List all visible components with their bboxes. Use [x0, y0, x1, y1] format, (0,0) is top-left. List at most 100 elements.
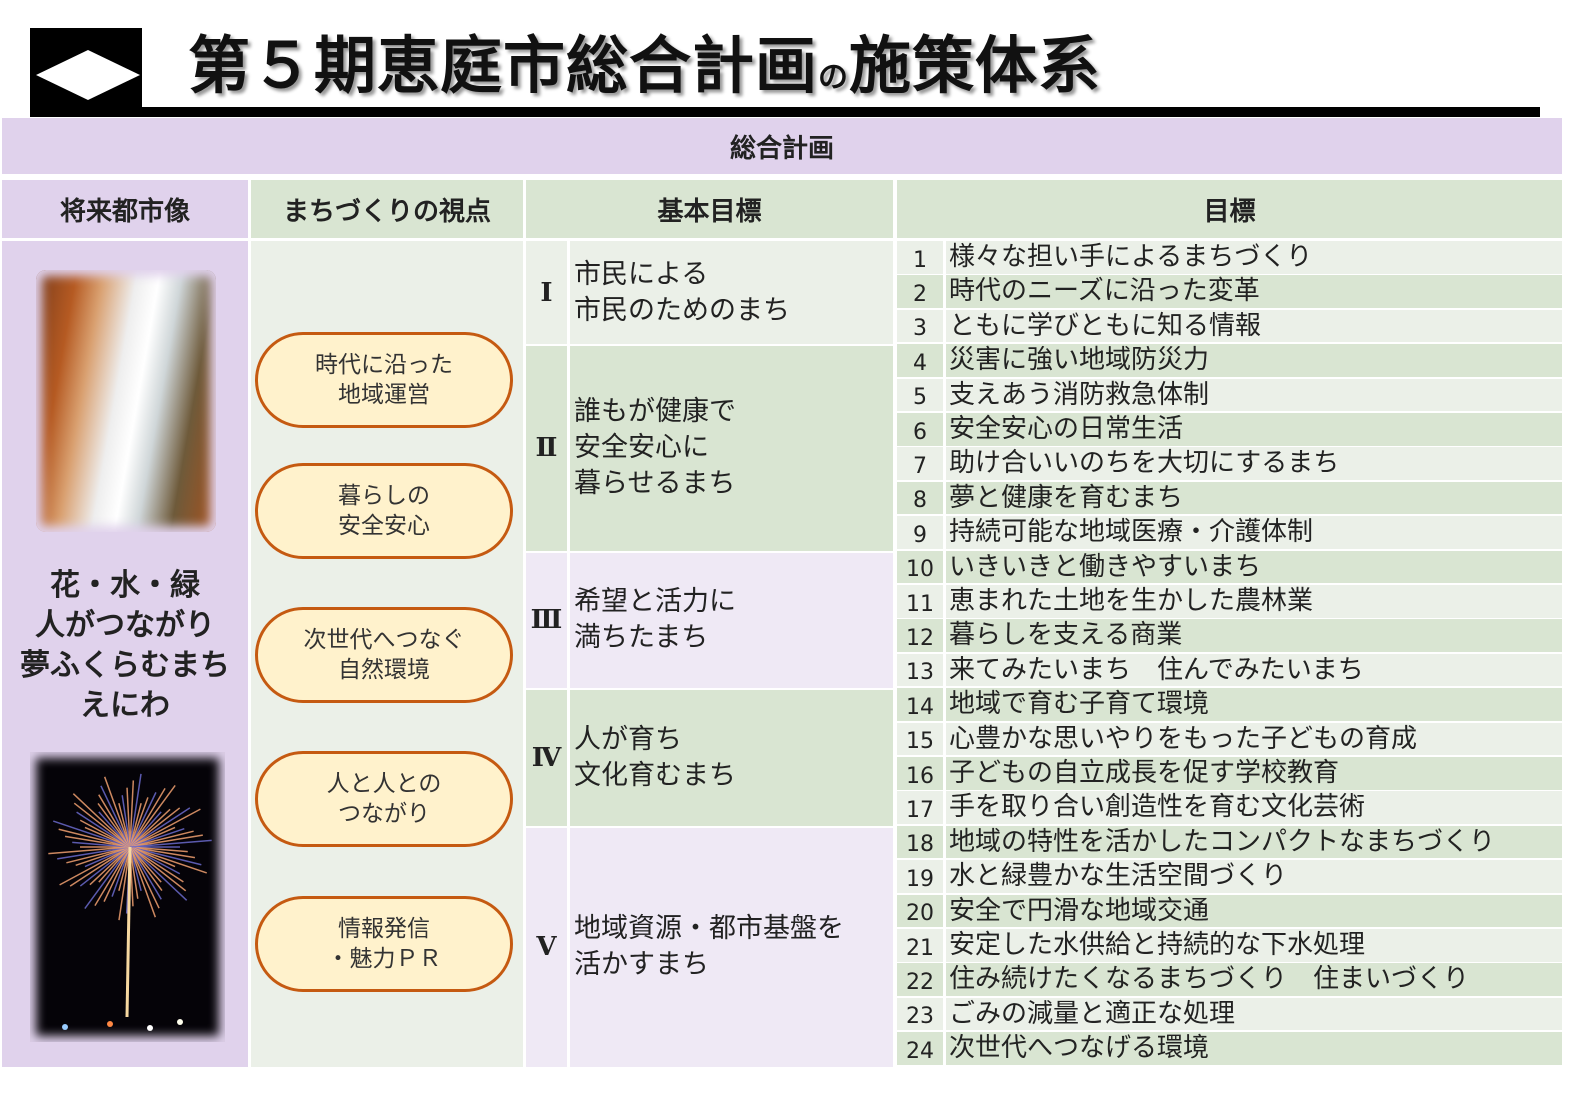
viewpoint-pill: 暮らしの安全安心: [255, 463, 513, 559]
firework-ray: [58, 828, 131, 848]
goal-text: 水と緑豊かな生活空間づくり: [946, 860, 1562, 893]
firework-ray: [97, 802, 131, 848]
firework-ray: [69, 846, 131, 887]
firework-ray: [76, 811, 131, 848]
firework-ray: [129, 780, 135, 848]
firework-ray: [75, 846, 131, 867]
goal-number: 15: [897, 722, 943, 756]
firework-ray: [129, 830, 194, 848]
firework-ray: [89, 846, 131, 886]
pill-line: 時代に沿った: [315, 352, 453, 378]
title-main: 第５期恵庭市総合計画: [188, 29, 819, 102]
goal-text: 持続可能な地域医療・介護体制: [946, 516, 1562, 549]
basic-goal-numeral: Ⅴ: [526, 827, 567, 1067]
basic-goal-text: 地域資源・都市基盤を活かすまち: [570, 827, 893, 1067]
goal-text: 心豊かな思いやりをもった子どもの育成: [946, 722, 1562, 756]
vision-line: 夢ふくらむまち: [20, 648, 230, 683]
pill-line: 情報発信: [338, 916, 430, 942]
firework-ray: [111, 846, 131, 897]
goal-number: 7: [897, 447, 943, 480]
pill-line: 暮らしの: [338, 483, 430, 509]
firework-ray: [59, 846, 131, 886]
header-vision: 将来都市像: [2, 180, 248, 238]
pill-line: つながり: [338, 801, 430, 827]
goal-text: 支えあう消防救急体制: [946, 378, 1562, 412]
goal-text: 来てみたいまち 住んでみたいまち: [946, 653, 1562, 687]
goal-text: 災害に強い地域防災力: [946, 344, 1562, 377]
firework-ray: [72, 841, 131, 848]
firework-ray: [48, 846, 131, 855]
firework-ray: [129, 773, 142, 848]
goal-text: いきいきと働きやすいまち: [946, 550, 1562, 584]
goal-number: 3: [897, 309, 943, 343]
goal-text: ごみの減量と適正な処理: [946, 997, 1562, 1031]
basic-goal-line: 誰もが健康で: [574, 396, 736, 428]
basic-goal-text: 誰もが健康で安全安心に暮らせるまち: [570, 346, 893, 551]
header-basic-goal: 基本目標: [526, 180, 893, 238]
basic-goal-numeral: Ⅲ: [526, 552, 567, 689]
city-light: [62, 1024, 68, 1030]
basic-goal-numeral: Ⅳ: [526, 690, 567, 826]
goal-text: 地域で育む子育て環境: [946, 688, 1562, 721]
city-light: [107, 1021, 113, 1027]
firework-ray: [103, 776, 131, 848]
goal-text: 手を取り合い創造性を育む文化芸術: [946, 791, 1562, 824]
basic-goal-text: 人が育ち文化育むまち: [570, 690, 893, 826]
viewpoint-pill: 次世代へつなぐ自然環境: [255, 607, 513, 703]
basic-goal-line: 地域資源・都市基盤を: [574, 913, 844, 945]
basic-goal-numeral: Ⅱ: [526, 346, 567, 551]
goal-number: 9: [897, 516, 943, 549]
vision-line: 花・水・緑: [50, 568, 200, 603]
firework-ray: [57, 846, 131, 860]
goal-number: 23: [897, 997, 943, 1031]
firework-ray: [84, 846, 131, 910]
firework-ray: [129, 846, 202, 866]
firework-ray: [100, 785, 131, 848]
firework-ray: [129, 807, 181, 848]
goal-number: 20: [897, 894, 943, 928]
goal-number: 18: [897, 825, 943, 859]
goal-text: ともに学びともに知る情報: [946, 309, 1562, 343]
title-connector: の: [818, 60, 850, 95]
basic-goal-line: 市民のためのまち: [574, 294, 790, 326]
firework-ray: [118, 846, 131, 921]
basic-goal-line: 人が育ち: [574, 723, 682, 755]
goal-number: 13: [897, 653, 943, 687]
banner-comprehensive-plan: 総合計画: [2, 118, 1562, 174]
firework-ray: [52, 820, 131, 848]
goal-text: 助け合いいのちを大切にするまち: [946, 447, 1562, 480]
city-light: [147, 1025, 153, 1031]
goal-text: 夢と健康を育むまち: [946, 481, 1562, 515]
firework-ray: [129, 846, 157, 918]
firework-ray: [79, 846, 131, 887]
goal-number: 12: [897, 619, 943, 652]
city-vision: 花・水・緑 人がつながり 夢ふくらむまち えにわ: [2, 566, 248, 726]
header-viewpoint: まちづくりの視点: [251, 180, 523, 238]
waterfall-photo: [36, 270, 216, 532]
basic-goal-line: 希望と活力に: [574, 586, 736, 618]
goal-text: 様々な担い手によるまちづくり: [946, 241, 1562, 274]
firework-ray: [129, 846, 188, 853]
goal-text: 子どもの自立成長を促す学校教育: [946, 757, 1562, 790]
firework-ray: [129, 846, 181, 875]
firework-ray: [129, 808, 171, 848]
pill-line: 地域運営: [338, 382, 430, 408]
firework-ray: [129, 846, 184, 883]
viewpoint-pill: 情報発信・魅力ＰＲ: [255, 896, 513, 992]
firework-ray: [129, 839, 212, 848]
basic-goal-line: 市民による: [574, 258, 709, 290]
pill-line: 人と人との: [326, 771, 442, 797]
diamond-icon: [36, 50, 140, 100]
firework-ray: [129, 797, 149, 848]
